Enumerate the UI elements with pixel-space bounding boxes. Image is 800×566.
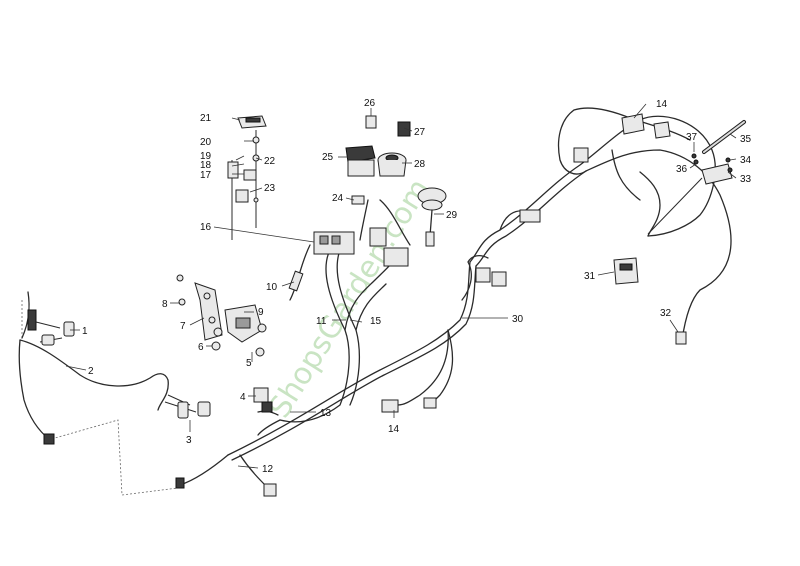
connector-left-ground [43,433,55,445]
callout-27: 27 [414,127,426,138]
callout-13: 13 [320,408,332,419]
component-twin-connectors [475,209,541,287]
callout-34: 34 [740,155,752,166]
callout-6: 6 [198,342,204,353]
callout-24: 24 [332,193,344,204]
callout-26: 26 [364,98,376,109]
component-connector-block [313,227,409,267]
component-switch-27 [397,121,411,137]
callout-30: 30 [512,314,524,325]
component-connectors-14-bottom [381,397,437,413]
callout-36: 36 [676,164,688,175]
callout-20: 20 [200,137,212,148]
callout-15: 15 [370,316,382,327]
callout-2: 2 [88,366,94,377]
callout-33: 33 [740,174,752,185]
component-connector-4 [253,387,273,413]
callout-22: 22 [264,156,276,167]
component-switch-25 [345,145,376,177]
callout-4: 4 [240,392,246,403]
callout-9: 9 [258,307,264,318]
callout-25: 25 [322,152,334,163]
callout-19: 19 [200,151,212,162]
component-relay-21 [237,115,267,129]
callout-8: 8 [162,299,168,310]
callout-7: 7 [180,321,186,332]
component-horn-29 [417,187,447,247]
component-nuts [176,274,267,357]
component-stack-16-23 [227,130,260,240]
callout-28: 28 [414,159,426,170]
callout-5: 5 [246,358,252,369]
component-switch-9 [224,304,263,343]
component-connector-14-top [573,113,671,163]
callout-23: 23 [264,183,276,194]
leader-lines [65,103,737,469]
ground-dashed-line [21,300,179,496]
callout-21: 21 [200,113,212,124]
component-plug-26 [365,115,377,129]
callout-14-top: 14 [656,99,668,110]
component-ignition-28 [377,152,407,177]
callout-10: 10 [266,282,278,293]
callout-11: 11 [316,316,327,327]
component-plug-32 [675,331,687,345]
component-connector-12 [175,477,277,497]
component-plug-10 [288,270,304,292]
main-harness [179,107,732,489]
harness-2 [18,291,197,441]
callout-35: 35 [740,134,752,145]
component-rod-35 [702,120,746,154]
callout-29: 29 [446,210,458,221]
component-module-33 [701,163,733,185]
callout-12: 12 [262,464,274,475]
callouts: 1 2 3 4 5 6 7 8 9 10 11 12 13 14 14 15 1… [82,98,752,475]
component-plugs-3 [177,401,211,419]
callout-37: 37 [686,132,698,143]
component-switch-31 [613,257,639,285]
callout-18: 18 [200,160,212,171]
callout-3: 3 [186,435,192,446]
component-bracket-7 [194,282,223,341]
callout-1: 1 [82,326,88,337]
component-plugs-1 [27,309,75,346]
component-connector-24 [351,195,365,205]
callout-14-bottom: 14 [388,424,400,435]
callout-16: 16 [200,222,212,233]
callout-17: 17 [200,170,212,181]
callout-31: 31 [584,271,596,282]
callout-32: 32 [660,308,672,319]
